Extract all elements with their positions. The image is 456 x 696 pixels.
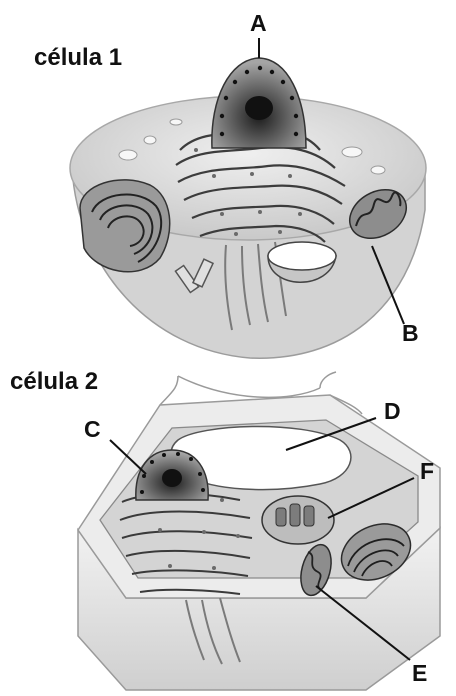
cell-1-nucleus xyxy=(212,58,306,148)
golgi-apparatus xyxy=(80,180,170,272)
label-b: B xyxy=(402,320,419,347)
label-d: D xyxy=(384,398,401,425)
label-c: C xyxy=(84,416,101,443)
label-f: F xyxy=(420,458,434,485)
label-e: E xyxy=(412,660,427,687)
cell-2-title: célula 2 xyxy=(10,368,98,396)
cell-1-title: célula 1 xyxy=(34,44,122,72)
cell-1-drawing xyxy=(70,58,426,358)
organelle-f xyxy=(262,496,334,544)
label-a: A xyxy=(250,10,267,37)
